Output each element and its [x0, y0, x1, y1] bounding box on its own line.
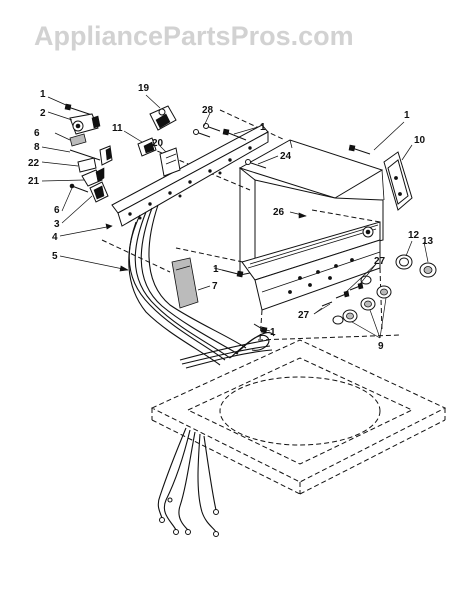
- callout-27-upper: 27: [374, 256, 386, 267]
- console-panel: [238, 139, 385, 311]
- leader-lines: [41, 94, 429, 339]
- callout-11: 11: [112, 123, 123, 134]
- callout-2: 2: [40, 108, 46, 119]
- knob-part-13: [419, 262, 437, 278]
- screw-part-1-console: [221, 269, 244, 278]
- timer-part-20: [159, 147, 181, 177]
- switch-part-11: [137, 137, 157, 157]
- lever-part-8: [69, 145, 113, 166]
- knob-ring-part-12: [395, 254, 413, 270]
- callout-1-right: 1: [404, 110, 410, 121]
- screw-part-24: [245, 159, 267, 169]
- pin-part-22: [77, 157, 97, 173]
- callout-19: 19: [138, 83, 150, 94]
- callout-26: 26: [273, 207, 285, 218]
- screw-part-6-lower: [69, 183, 89, 193]
- wire-harness: [128, 204, 275, 369]
- end-cap-part-10: [383, 151, 413, 211]
- callout-1-console: 1: [213, 264, 219, 275]
- callout-20: 20: [152, 138, 164, 149]
- screw-part-1-lower: [253, 323, 268, 334]
- callout-24: 24: [280, 151, 292, 162]
- screw-part-1-top: [64, 103, 93, 116]
- lower-wire-harness: [157, 427, 219, 537]
- cabinet-top: [150, 339, 447, 495]
- watermark-text: AppliancePartsPros.com: [34, 21, 354, 51]
- callout-28: 28: [202, 105, 214, 116]
- callout-22: 22: [28, 158, 40, 169]
- callout-12: 12: [408, 230, 420, 241]
- callout-6: 6: [34, 128, 40, 139]
- switch-part-3: [89, 181, 109, 203]
- callout-21: 21: [28, 176, 40, 187]
- control-bracket: [111, 124, 269, 227]
- callout-3: 3: [54, 219, 60, 230]
- bracket-part-19: [149, 105, 177, 131]
- callout-7: 7: [212, 281, 218, 292]
- callout-1-mid: 1: [260, 122, 266, 133]
- callout-1-lower: 1: [270, 327, 276, 338]
- switch-part-21: [81, 167, 105, 187]
- callout-5: 5: [52, 251, 58, 262]
- knobs-part-9: [332, 275, 392, 325]
- callout-9: 9: [378, 341, 384, 352]
- callout-labels: 1 2 6 8 22 21 6 3 4 5 19 28 11 20 1 24 1…: [28, 83, 434, 352]
- callout-13: 13: [422, 236, 434, 247]
- callout-27-lower: 27: [298, 310, 310, 321]
- switch-part-2: [69, 113, 101, 135]
- callout-10: 10: [414, 135, 426, 146]
- callout-8: 8: [34, 142, 40, 153]
- screw-part-28: [193, 123, 221, 138]
- screw-part-1-right: [348, 144, 371, 155]
- callout-1: 1: [40, 89, 46, 100]
- callout-6-lower: 6: [54, 205, 60, 216]
- shield-part-7: [171, 257, 199, 309]
- screw-part-1-mid: [222, 128, 247, 141]
- clip-part-6-top: [54, 132, 87, 147]
- callout-4: 4: [52, 232, 58, 243]
